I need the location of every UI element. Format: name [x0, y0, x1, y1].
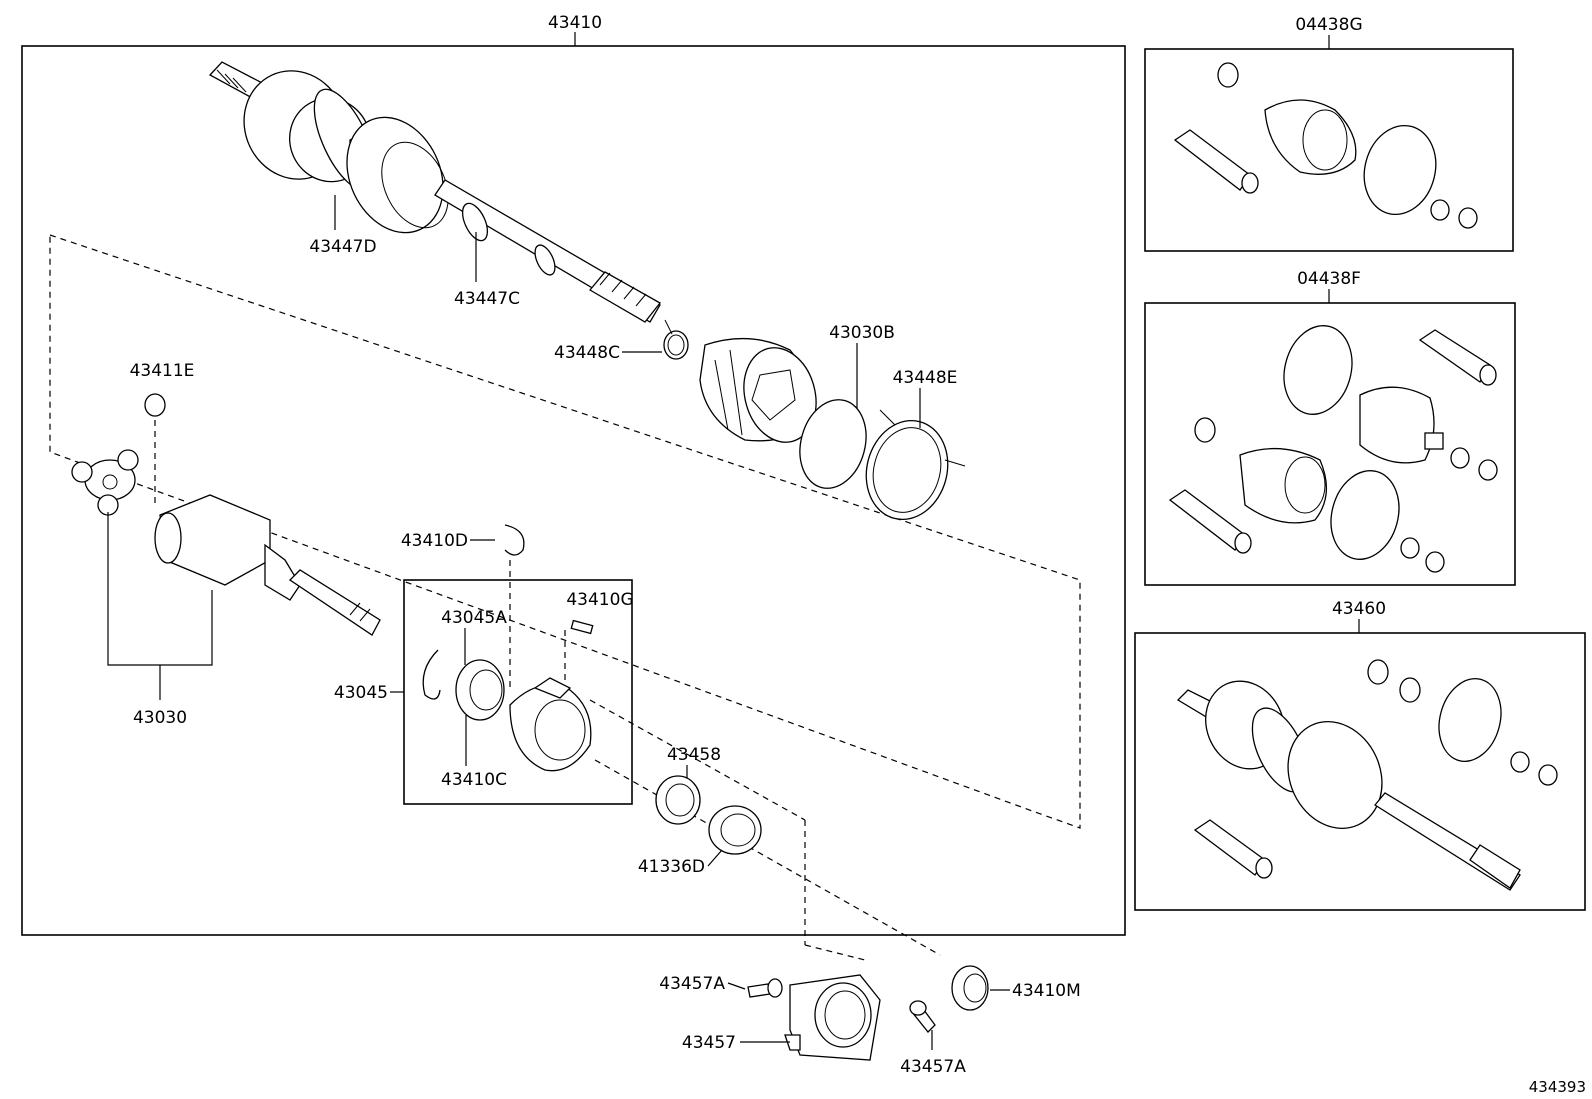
bearing-retainer-drawing — [509, 677, 592, 772]
assembly-frame — [21, 45, 1126, 936]
label-04438f: 04438F — [1297, 269, 1361, 289]
label-43410: 43410 — [548, 13, 602, 33]
snap-ring-43410d-drawing — [504, 524, 525, 556]
label-43410g: 43410G — [566, 590, 633, 610]
label-43457a-left: 43457A — [659, 974, 725, 994]
shaft-43460-frame — [1134, 632, 1586, 911]
shaft-43460-drawing — [1176, 659, 1558, 891]
kit-04438f-frame — [1144, 302, 1516, 586]
clamp-43448c-drawing — [663, 319, 689, 360]
label-43460: 43460 — [1332, 599, 1386, 619]
label-43448c: 43448C — [554, 343, 620, 363]
ring-43045a-drawing — [422, 649, 441, 700]
tripod-joint-drawing — [71, 449, 139, 516]
bolt-43457a-left-drawing — [747, 978, 783, 998]
label-41336d: 41336D — [638, 857, 705, 877]
label-43030: 43030 — [133, 708, 187, 728]
label-43410c: 43410C — [441, 770, 507, 790]
seal-43458-drawing — [655, 775, 701, 825]
inner-boot-drawing — [699, 337, 817, 443]
label-43045a: 43045A — [441, 608, 507, 628]
label-04438g: 04438G — [1295, 15, 1362, 35]
label-43457a-right: 43457A — [900, 1057, 966, 1077]
bracket-43457-drawing — [784, 974, 881, 1061]
kit-04438g-drawing — [1173, 62, 1478, 229]
label-43447c: 43447C — [454, 289, 520, 309]
bearing-43410c-drawing — [455, 659, 505, 721]
label-43411e: 43411E — [130, 361, 195, 381]
label-43045: 43045 — [334, 683, 388, 703]
diagram-code: 434393 — [1529, 1078, 1586, 1096]
label-43457: 43457 — [682, 1033, 736, 1053]
inner-cv-housing-drawing — [154, 494, 381, 636]
ring-43030b-drawing — [799, 399, 867, 489]
pin-43410g-drawing — [570, 619, 594, 635]
clamp-43448e-drawing — [865, 409, 966, 521]
bolt-43457a-right-drawing — [909, 1000, 936, 1033]
label-43410m: 43410M — [1012, 981, 1081, 1001]
seal-41336d-drawing — [708, 805, 762, 855]
outer-cv-joint-drawing — [208, 61, 661, 323]
label-43410d: 43410D — [401, 531, 468, 551]
label-43030b: 43030B — [829, 323, 895, 343]
label-43458: 43458 — [667, 745, 721, 765]
label-43447d: 43447D — [309, 237, 376, 257]
seal-43410m-drawing — [951, 965, 989, 1011]
kit-04438f-drawing — [1168, 325, 1498, 573]
label-43448e: 43448E — [893, 368, 958, 388]
snap-ring-43411e-drawing — [144, 393, 166, 417]
